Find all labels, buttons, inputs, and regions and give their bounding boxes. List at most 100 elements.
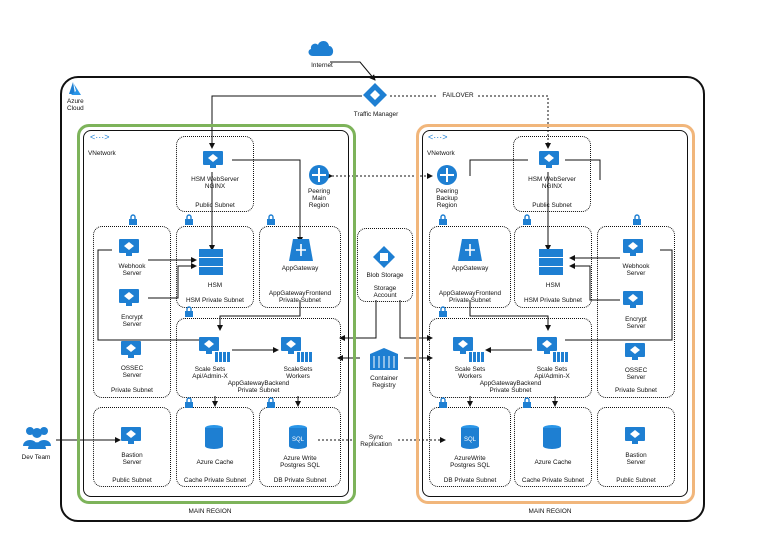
- backup-postgres-icon: SQL: [461, 425, 479, 449]
- sync-replication-label-2: Replication: [356, 441, 396, 449]
- cloud-label: Cloud: [67, 105, 84, 112]
- main-webhook-icon: [119, 239, 139, 256]
- main-appgateway-backend-label-1: AppGatewayBackend: [227, 380, 290, 387]
- main-public-subnet-label: Public Subnet: [195, 202, 235, 209]
- backup-private-subnet: [597, 226, 675, 398]
- lock-icon: [185, 214, 193, 225]
- main-region-frame: [77, 124, 356, 504]
- backup-webhook-icon: [623, 239, 643, 256]
- main-vnet: [83, 130, 349, 497]
- backup-db-subnet-label: DB Private Subnet: [443, 477, 497, 484]
- lock-icon: [267, 397, 275, 408]
- lock-icon: [129, 214, 137, 225]
- backup-appgateway-label: AppGateway: [451, 265, 489, 272]
- main-hsm-webserver-label-2: NGINX: [204, 183, 226, 190]
- main-vnet-icon: <···>: [90, 132, 110, 142]
- backup-hsm-icon: [539, 249, 563, 275]
- main-appgateway-backend-subnet: [176, 318, 341, 398]
- backup-public-subnet-label: Public Subnet: [532, 202, 572, 209]
- main-bastion-label-2: Server: [122, 459, 142, 466]
- backup-hsm-webserver-label-2: NGINX: [541, 183, 563, 190]
- backup-scalesets-api-label-2: Api/Admin-X: [534, 373, 570, 380]
- main-postgres-label-2: Postgres SQL: [280, 462, 320, 469]
- backup-ossec-icon: [625, 343, 645, 360]
- main-hsm-icon: [199, 249, 223, 275]
- backup-cache-subnet: [514, 407, 592, 487]
- backup-scalesets-api-label-1: Scale Sets: [536, 366, 568, 373]
- main-scalesets-api-icon: [199, 337, 230, 362]
- lock-icon: [185, 306, 193, 317]
- main-scalesets-workers-label-1: ScaleSets: [283, 366, 313, 373]
- main-ossec-icon: [121, 341, 141, 358]
- internet-label: Internet: [311, 62, 333, 69]
- main-cache-subnet: [176, 407, 254, 487]
- azure-label: Azure: [67, 98, 84, 105]
- main-appgateway-label: AppGateway: [281, 265, 319, 272]
- backup-region-label: MAIN REGION: [528, 508, 572, 515]
- main-appgateway-frontend-label-2: Private Subnet: [279, 297, 321, 304]
- main-public-subnet: [176, 136, 254, 212]
- main-encrypt-label-1: Encrypt: [121, 314, 143, 321]
- main-encrypt-label-2: Server: [122, 321, 142, 328]
- backup-appgateway-icon: [458, 239, 482, 261]
- backup-region-frame: [416, 124, 695, 504]
- lock-icon: [523, 214, 531, 225]
- backup-appgateway-frontend-label-2: Private Subnet: [449, 297, 491, 304]
- lock-icon: [185, 397, 193, 408]
- main-hsm-subnet: [176, 226, 254, 308]
- main-bastion-subnet-label: Public Subnet: [112, 477, 152, 484]
- blob-storage-label: Blob Storage: [366, 272, 404, 279]
- blob-storage-icon: [373, 246, 395, 268]
- backup-bastion-icon: [625, 427, 645, 444]
- backup-private-subnet-label: Private Subnet: [615, 387, 657, 394]
- storage-account-label-2: Account: [373, 292, 397, 299]
- azure-cloud-frame: [60, 76, 705, 522]
- main-ossec-label-2: Server: [122, 372, 142, 379]
- main-bastion-subnet: [93, 407, 171, 487]
- backup-appgateway-frontend-label-1: AppGatewayFrontend: [438, 290, 502, 297]
- backup-db-subnet: [429, 407, 511, 487]
- main-region-label: MAIN REGION: [188, 508, 232, 515]
- main-peering-label-1: Peering: [307, 188, 331, 195]
- main-postgres-label-1: Azure Write: [283, 455, 317, 462]
- backup-hsm-webserver-icon: [539, 151, 559, 168]
- main-webhook-label-1: Webhook: [118, 263, 146, 270]
- backup-azure-cache-label: Azure Cache: [534, 459, 572, 466]
- lock-icon: [267, 214, 275, 225]
- svg-text:SQL: SQL: [292, 437, 305, 443]
- backup-bastion-subnet-label: Public Subnet: [616, 477, 656, 484]
- sync-replication-label-1: Sync: [356, 434, 396, 442]
- lock-icon: [439, 214, 447, 225]
- lock-icon: [633, 214, 641, 225]
- main-appgateway-backend-label-2: Private Subnet: [237, 387, 280, 394]
- main-private-subnet-label: Private Subnet: [111, 387, 153, 394]
- main-peering-label-2: Main: [312, 195, 326, 202]
- backup-postgres-label-1: AzureWrite: [454, 455, 486, 462]
- backup-peering-label-3: Region: [436, 202, 458, 209]
- main-cache-subnet-label: Cache Private Subnet: [183, 477, 247, 484]
- backup-cache-subnet-label: Cache Private Subnet: [521, 477, 585, 484]
- backup-encrypt-label-1: Encrypt: [625, 316, 647, 323]
- traffic-manager-label: Traffic Manager: [353, 111, 399, 118]
- main-bastion-icon: [121, 427, 141, 444]
- lock-icon: [523, 397, 531, 408]
- main-azure-cache-icon: [205, 425, 223, 449]
- main-peering-icon: [309, 165, 329, 185]
- backup-encrypt-icon: [623, 291, 643, 308]
- main-hsm-webserver-label-1: HSM WebServer: [191, 176, 239, 183]
- main-encrypt-icon: [119, 289, 139, 306]
- main-scalesets-workers-label-2: Workers: [286, 373, 310, 380]
- main-appgateway-icon: [289, 239, 313, 261]
- main-appgateway-frontend-subnet: [259, 226, 341, 308]
- main-scalesets-workers-icon: [281, 337, 312, 362]
- main-postgres-icon: SQL: [289, 425, 307, 449]
- backup-webhook-label-2: Server: [626, 270, 646, 277]
- azure-logo-icon: [69, 82, 81, 95]
- backup-ossec-label-1: OSSEC: [624, 367, 648, 374]
- dev-team-icon: [23, 427, 51, 449]
- line-internet-tm: [330, 61, 376, 81]
- main-db-subnet: [259, 407, 341, 487]
- backup-scalesets-workers-label-2: Workers: [458, 373, 482, 380]
- main-scalesets-api-label-1: Scale Sets: [194, 366, 226, 373]
